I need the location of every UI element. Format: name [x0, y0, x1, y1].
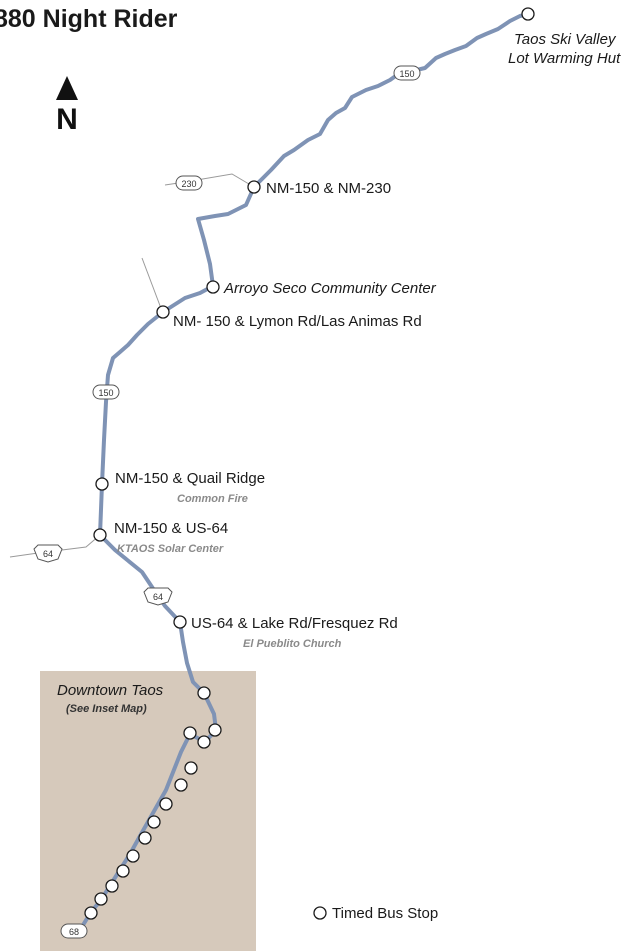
stop-label-arroyo-seco: Arroyo Seco Community Center	[223, 280, 437, 297]
downtown-subtitle: (See Inset Map)	[66, 703, 147, 715]
shield-64-mid: 64	[143, 587, 173, 606]
stop-marker-us-64[interactable]	[93, 528, 107, 542]
shield-150-mid: 150	[92, 384, 120, 400]
stop-marker-lymon[interactable]	[156, 305, 170, 319]
stop-marker-downtown[interactable]	[197, 686, 211, 700]
legend-label: Timed Bus Stop	[332, 905, 438, 922]
shield-64-mid-outline	[143, 587, 173, 606]
stop-sub-quail-ridge: Common Fire	[177, 493, 248, 505]
downtown-title: Downtown Taos	[57, 682, 164, 699]
stop-label-lymon: NM- 150 & Lymon Rd/Las Animas Rd	[173, 313, 422, 330]
stop-marker-nm-230[interactable]	[247, 180, 261, 194]
shield-230: 230	[175, 175, 203, 191]
stop-label-lake-rd: US-64 & Lake Rd/Fresquez Rd	[191, 615, 398, 632]
shield-150-top-label: 150	[399, 69, 414, 79]
shield-230-label: 230	[181, 179, 196, 189]
stop-label-us-64: NM-150 & US-64	[114, 520, 228, 537]
stop-marker-lake-rd[interactable]	[173, 615, 187, 629]
stop-marker-arroyo-seco[interactable]	[206, 280, 220, 294]
stop-marker-downtown[interactable]	[126, 849, 140, 863]
shield-68: 68	[60, 923, 88, 939]
stop-marker-downtown[interactable]	[174, 778, 188, 792]
shield-64-left-outline	[33, 544, 63, 563]
stop-sub-us-64: KTAOS Solar Center	[117, 543, 224, 555]
map-title: 880 Night Rider	[0, 5, 178, 33]
downtown-area	[40, 671, 256, 951]
stop-marker-downtown[interactable]	[147, 815, 161, 829]
shield-64-left-label: 64	[43, 549, 53, 559]
stop-label-nm-230: NM-150 & NM-230	[266, 180, 391, 197]
shield-68-outline	[60, 923, 88, 939]
legend: Timed Bus Stop	[313, 905, 438, 922]
stop-label-ski-valley-line1: Taos Ski Valley	[514, 31, 617, 48]
shield-150-top-outline	[393, 65, 421, 81]
stop-marker-downtown[interactable]	[184, 761, 198, 775]
side-road-nm-230	[164, 173, 255, 188]
shield-64-left: 64	[33, 544, 63, 563]
side-road-lymon	[141, 257, 163, 312]
stop-sub-lake-rd: El Pueblito Church	[243, 638, 342, 650]
stop-marker-downtown[interactable]	[116, 864, 130, 878]
stop-marker-ski-valley[interactable]	[521, 7, 535, 21]
stop-marker-downtown[interactable]	[84, 906, 98, 920]
stop-label-quail-ridge: NM-150 & Quail Ridge	[115, 470, 265, 487]
stop-marker-downtown[interactable]	[159, 797, 173, 811]
stop-label-ski-valley-line2: Lot Warming Hut	[508, 50, 621, 67]
shield-230-outline	[175, 175, 203, 191]
north-label: N	[56, 103, 78, 136]
stop-marker-quail-ridge[interactable]	[95, 477, 109, 491]
legend-stop-icon	[313, 906, 327, 920]
shield-150-mid-outline	[92, 384, 120, 400]
stop-marker-downtown[interactable]	[105, 879, 119, 893]
shield-68-label: 68	[69, 927, 79, 937]
stop-marker-downtown[interactable]	[94, 892, 108, 906]
stop-marker-downtown[interactable]	[138, 831, 152, 845]
shield-64-mid-label: 64	[153, 592, 163, 602]
stop-marker-downtown[interactable]	[208, 723, 222, 737]
north-arrow-icon	[56, 76, 78, 100]
shield-150-top: 150	[393, 65, 421, 81]
stop-marker-downtown[interactable]	[197, 735, 211, 749]
stop-markers	[84, 7, 535, 920]
stop-marker-downtown[interactable]	[183, 726, 197, 740]
shield-150-mid-label: 150	[98, 388, 113, 398]
north-arrow: N	[56, 76, 78, 136]
